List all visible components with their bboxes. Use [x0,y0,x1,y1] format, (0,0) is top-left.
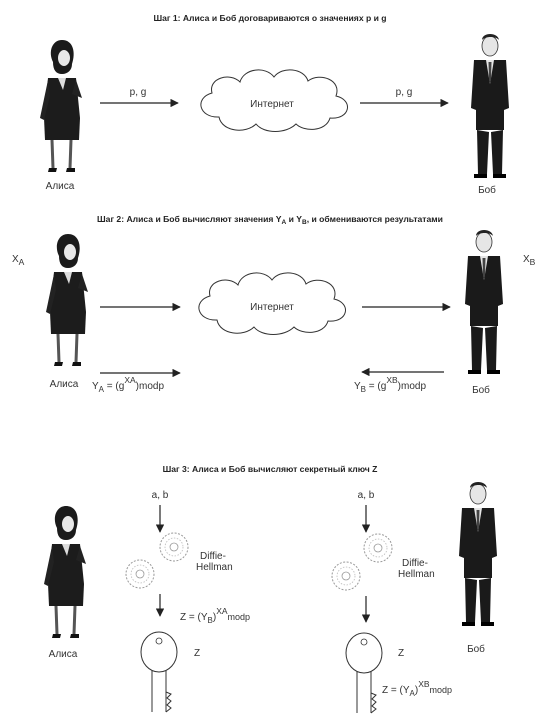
alice-figure [38,38,84,174]
step-2: Шаг 2: Алиса и Боб вычисляют значения YA… [12,214,536,396]
dh-right-line1: Diffie- [402,558,428,569]
step-3: Шаг 3: Алиса и Боб вычисляют секретный к… [42,464,498,714]
ya-formula: YA = (gXA)modp [92,375,164,394]
dh-left-line2: Hellman [196,562,233,573]
yb-formula: YB = (gXB)modp [354,375,426,394]
cloud-label-2: Интернет [250,302,294,313]
step-3-title: Шаг 3: Алиса и Боб вычисляют секретный к… [163,464,378,474]
arrow-label-left: p, g [130,87,147,98]
cloud-label: Интернет [250,99,294,110]
dh-right-line2: Hellman [398,569,435,580]
bob-label-3: Боб [467,643,485,655]
bob-figure [470,33,510,179]
arrow-label-right: p, g [396,87,413,98]
bob-label: Боб [478,184,496,196]
gear-icon [159,532,189,562]
dh-left-line1: Diffie- [200,551,226,562]
gear-icon [331,561,361,591]
gear-icon [125,559,155,589]
key-left-label: Z [194,648,200,659]
step-1: Шаг 1: Алиса и Боб договариваются о знач… [38,13,510,196]
bob-figure-3 [458,481,498,627]
ab-right-label: a, b [358,490,375,501]
step-1-title: Шаг 1: Алиса и Боб договариваются о знач… [153,13,386,23]
alice-label: Алиса [46,181,75,192]
key-right-label: Z [398,648,404,659]
z-left-formula: Z = (YB)XAmodp [180,606,250,625]
step-2-title: Шаг 2: Алиса и Боб вычисляют значения YA… [97,214,443,226]
key-icon [345,632,383,714]
bob-label-2: Боб [472,384,490,396]
alice-label-3: Алиса [49,649,78,660]
z-right-formula: Z = (YA)XBmodp [382,679,452,698]
alice-figure-3 [42,504,88,640]
alice-label-2: Алиса [50,379,79,390]
alice-figure-2 [44,232,90,368]
xb-label: XB [523,254,536,267]
ab-left-label: a, b [152,490,169,501]
xa-label: XA [12,254,25,267]
key-icon [140,631,178,713]
bob-figure-2 [464,229,504,375]
gear-icon [363,533,393,563]
